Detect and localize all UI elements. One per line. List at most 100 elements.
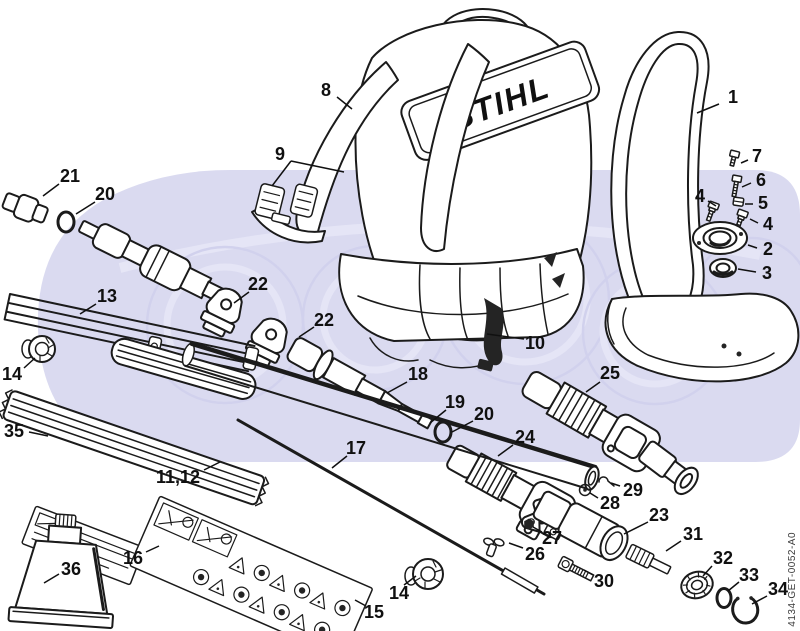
part-number-18: 18 xyxy=(408,364,428,384)
part-number-30: 30 xyxy=(594,571,614,591)
callout-leader-line xyxy=(290,160,345,173)
part-number-13: 13 xyxy=(97,286,117,306)
callout-leader-line xyxy=(727,581,740,592)
part-number-36: 36 xyxy=(61,559,81,579)
part-number-3: 3 xyxy=(762,263,772,283)
corrugated-liner xyxy=(0,389,270,507)
snap-ring xyxy=(731,596,760,625)
sealant-tube xyxy=(7,513,115,630)
part-number-22: 22 xyxy=(314,310,334,330)
part-number-27: 27 xyxy=(542,528,562,548)
callout-leader-line xyxy=(403,575,417,586)
part-number-24: 24 xyxy=(515,427,535,447)
callout-leader-line xyxy=(740,159,749,164)
part-number-10: 10 xyxy=(525,333,545,353)
callout-leader-line xyxy=(271,160,292,187)
splined-pin xyxy=(625,543,672,575)
part-number-23: 23 xyxy=(649,505,669,525)
callout-leader-line xyxy=(43,573,60,584)
part-number-35: 35 xyxy=(4,421,24,441)
outer-drive-tube xyxy=(181,341,600,491)
callout-leader-line xyxy=(532,526,543,533)
part-number-4: 4 xyxy=(695,186,705,206)
document-number: 4134-GET-0052-A0 xyxy=(787,532,798,627)
callout-leader-line xyxy=(589,492,599,499)
callout-leader-line xyxy=(331,455,348,469)
callout-leader-line xyxy=(707,200,717,207)
part-number-2: 2 xyxy=(763,239,773,259)
part-number-32: 32 xyxy=(713,548,733,568)
clutch-housing-drawing xyxy=(483,476,760,625)
callout-leader-line xyxy=(486,333,525,340)
callout-leader-line xyxy=(42,183,60,197)
part-number-29: 29 xyxy=(623,480,643,500)
clamp-knob-left xyxy=(21,335,56,363)
part-number-15: 15 xyxy=(364,602,384,622)
part-number-31: 31 xyxy=(683,524,703,544)
callout-leader-line xyxy=(298,326,315,338)
part-number-25: 25 xyxy=(600,363,620,383)
part-number-28: 28 xyxy=(600,493,620,513)
callout-leader-line xyxy=(741,182,752,188)
part-number-33: 33 xyxy=(739,565,759,585)
part-number-6: 6 xyxy=(756,170,766,190)
callout-leader-line xyxy=(354,599,367,607)
part-number-1: 1 xyxy=(728,87,738,107)
buckle-set xyxy=(254,183,319,226)
part-number-4: 4 xyxy=(763,214,773,234)
callout-leader-line xyxy=(696,103,720,114)
drive-shaft-drawing xyxy=(1,192,699,541)
labels-and-tube-drawing xyxy=(7,495,373,631)
clamp-knob-right xyxy=(404,558,444,590)
part-number-20: 20 xyxy=(95,184,115,204)
callout-leader-line xyxy=(429,409,447,424)
shaft-tubes-drawing xyxy=(0,293,600,596)
ball-bearing-small xyxy=(709,258,737,278)
callout-leader-line xyxy=(497,444,514,457)
part-number-22: 22 xyxy=(248,274,268,294)
callout-leader-line xyxy=(623,521,649,535)
backpack-harness-drawing: STIHL xyxy=(251,8,601,372)
part-number-14: 14 xyxy=(389,583,409,603)
callout-leader-line xyxy=(23,357,36,369)
callout-leader-line xyxy=(585,381,601,393)
fasteners-and-bearing-drawing xyxy=(692,149,749,278)
callout-leader-line xyxy=(28,431,49,437)
callout-leader-line xyxy=(79,303,97,315)
part-number-9: 9 xyxy=(275,144,285,164)
part-number-26: 26 xyxy=(525,544,545,564)
callout-leader-line xyxy=(203,461,221,471)
socket-screw xyxy=(557,555,595,582)
callout-leader-line xyxy=(451,420,474,433)
callout-leader-line xyxy=(747,244,758,249)
callout-leader-line xyxy=(749,218,759,224)
part-number-11,12: 11,12 xyxy=(156,467,200,487)
part-number-8: 8 xyxy=(321,80,331,100)
part-number-21: 21 xyxy=(60,166,80,186)
callout-leader-line xyxy=(610,482,621,487)
part-number-19: 19 xyxy=(445,392,465,412)
warning-label-strip xyxy=(129,495,373,631)
coupling-socket xyxy=(521,371,661,473)
callout-leader-line xyxy=(665,540,682,552)
ball-bearing-large xyxy=(680,570,714,600)
callout-leader-line xyxy=(737,268,757,273)
callout-leader-line xyxy=(336,96,353,110)
part-number-34: 34 xyxy=(768,579,788,599)
part-number-5: 5 xyxy=(758,193,768,213)
callout-leader-line xyxy=(583,569,594,576)
flange-bearing xyxy=(692,221,748,255)
part-number-7: 7 xyxy=(752,146,762,166)
carrying-frame-drawing xyxy=(604,30,800,383)
toggle-bolt xyxy=(483,537,505,558)
callout-leader-line xyxy=(751,595,768,605)
callout-leader-line xyxy=(145,545,160,553)
part-number-17: 17 xyxy=(346,438,366,458)
part-number-16: 16 xyxy=(123,548,143,568)
callout-leader-line xyxy=(508,542,524,549)
callout-leader-line xyxy=(233,291,250,304)
part-number-20: 20 xyxy=(474,404,494,424)
part-number-14: 14 xyxy=(2,364,22,384)
